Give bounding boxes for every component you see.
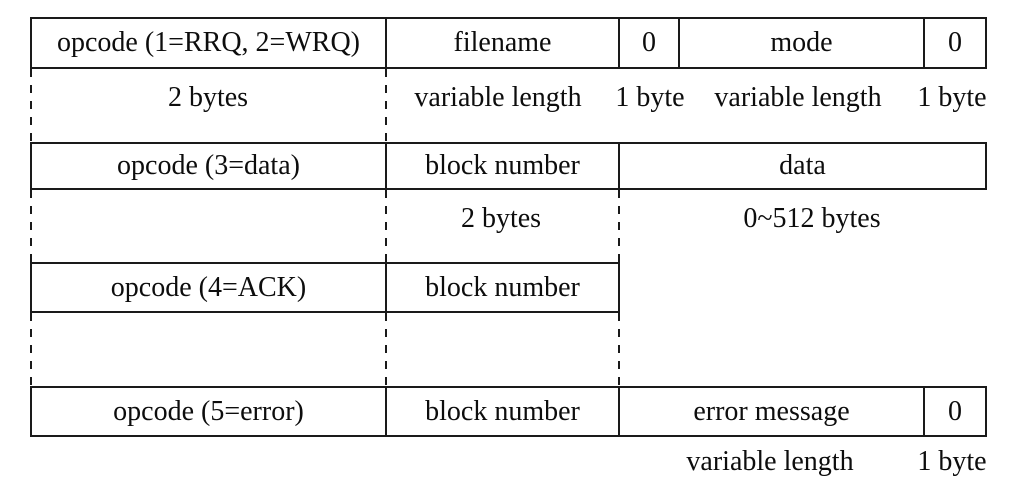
request-zero2-size-label: 1 byte <box>917 82 987 113</box>
data-blocknumber-field: block number <box>387 144 620 188</box>
dashed-connector-line <box>618 190 620 262</box>
request-zero-label-1: 0 <box>642 27 656 58</box>
request-zero1-size-label: 1 byte <box>615 82 685 113</box>
dashed-connector-line <box>30 313 32 386</box>
data-opcode-field: opcode (3=data) <box>32 144 387 188</box>
error-zero-field: 0 <box>925 388 985 435</box>
error-blocknumber-label: block number <box>425 395 580 427</box>
error-message-size-label: variable length <box>686 446 854 477</box>
ack-blocknumber-label: block number <box>425 271 580 303</box>
request-opcode-size-label: 2 bytes <box>167 82 249 113</box>
dashed-connector-line <box>385 69 387 142</box>
request-filename-label: filename <box>453 27 552 58</box>
data-packet-row: opcode (3=data) block number data <box>30 142 987 190</box>
error-opcode-field: opcode (5=error) <box>32 388 387 435</box>
request-zero-field-1: 0 <box>620 19 680 67</box>
request-zero-field-2: 0 <box>925 19 985 67</box>
dashed-connector-line <box>30 190 32 262</box>
data-blocknumber-label: block number <box>425 150 580 181</box>
request-filename-field: filename <box>387 19 620 67</box>
error-message-field: error message <box>620 388 925 435</box>
error-packet-row: opcode (5=error) block number error mess… <box>30 386 987 437</box>
request-packet-row: opcode (1=RRQ, 2=WRQ) filename 0 mode 0 <box>30 17 987 69</box>
error-blocknumber-field: block number <box>387 388 620 435</box>
dashed-connector-line <box>618 313 620 386</box>
error-message-label: error message <box>693 395 850 427</box>
ack-packet-row: opcode (4=ACK) block number <box>30 262 620 313</box>
request-opcode-label: opcode (1=RRQ, 2=WRQ) <box>57 27 360 58</box>
dashed-connector-line <box>30 69 32 142</box>
request-mode-size-label: variable length <box>714 82 882 113</box>
data-data-label: data <box>779 150 826 181</box>
data-data-field: data <box>620 144 985 188</box>
request-zero-label-2: 0 <box>948 27 962 58</box>
dashed-connector-line <box>385 313 387 386</box>
ack-opcode-label: opcode (4=ACK) <box>110 271 307 303</box>
request-mode-label: mode <box>770 27 833 58</box>
error-zero-size-label: 1 byte <box>917 446 987 477</box>
data-blocknumber-size-label: 2 bytes <box>460 203 542 234</box>
ack-opcode-field: opcode (4=ACK) <box>32 264 387 311</box>
request-mode-field: mode <box>680 19 925 67</box>
request-filename-size-label: variable length <box>414 82 582 113</box>
data-opcode-label: opcode (3=data) <box>117 150 300 181</box>
request-opcode-field: opcode (1=RRQ, 2=WRQ) <box>32 19 387 67</box>
error-opcode-label: opcode (5=error) <box>113 395 304 427</box>
data-data-size-label: 0~512 bytes <box>743 203 881 234</box>
error-zero-label: 0 <box>948 395 962 427</box>
ack-blocknumber-field: block number <box>387 264 618 311</box>
dashed-connector-line <box>385 190 387 262</box>
